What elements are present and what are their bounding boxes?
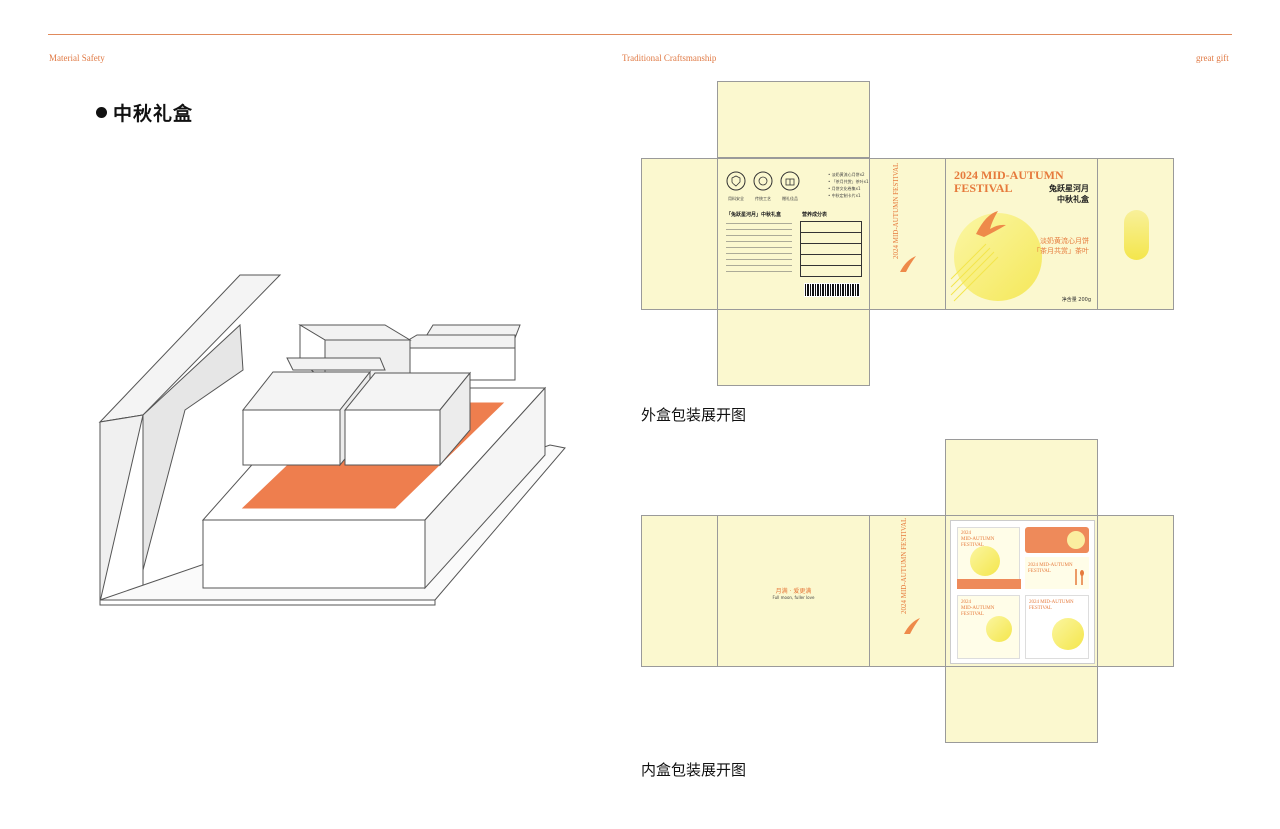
slogan-en: Full moon, fuller love	[772, 595, 815, 600]
inner-bottom-flap	[945, 666, 1098, 743]
outer-back-panel: 用料安全 传统工艺 赠礼佳品 • 淡奶黄流心月饼x2 • 「茶月共赏」茶叶x1 …	[717, 158, 870, 310]
inner-box-caption: 内盒包装展开图	[641, 761, 747, 779]
rabbit-icon	[900, 256, 916, 272]
bullet-icon	[96, 107, 107, 118]
gift-icon	[780, 171, 800, 191]
barcode	[804, 283, 860, 297]
craft-icon	[753, 171, 773, 191]
product-info-text	[726, 221, 792, 273]
outer-end-panel	[1097, 158, 1174, 310]
outer-bottom-flap	[717, 309, 870, 386]
card-strip	[957, 579, 1021, 589]
shield-icon	[726, 171, 746, 191]
outer-box-caption: 外盒包装展开图	[641, 406, 747, 424]
outer-right-side: 2024 MID-AUTUMN FESTIVAL	[869, 158, 946, 310]
inner-side-vertical-text: 2024 MID-AUTUMN FESTIVAL	[900, 517, 908, 614]
header-rule	[48, 34, 1232, 35]
inner-back-panel: 月满 · 爱更满 Full moon, fuller love	[717, 515, 870, 667]
moon-shape	[970, 546, 1000, 576]
outer-left-side	[641, 158, 718, 310]
gift-box-illustration	[98, 274, 566, 606]
contents-list: • 淡奶黄流心月饼x2 • 「茶月共赏」茶叶x1 • 月饼文化卷集x1 • 中秋…	[828, 172, 869, 198]
product-name: 兔跃星河月 中秋礼盒	[1049, 184, 1089, 204]
card-2	[1025, 527, 1089, 553]
nutrition-table	[800, 221, 862, 277]
moon-shape	[1052, 618, 1084, 650]
outer-front-panel: 2024 MID-AUTUMN FESTIVAL 兔跃星河月 中秋礼盒 淡奶黄流…	[945, 158, 1098, 310]
moon-shape	[986, 616, 1012, 642]
inner-top-flap	[945, 439, 1098, 516]
rabbit-icon	[904, 618, 920, 634]
slogan-cn: 月满 · 爱更满	[775, 588, 812, 595]
nutrition-title: 营养成分表	[802, 212, 828, 218]
inner-left-side	[641, 515, 718, 667]
side-vertical-text: 2024 MID-AUTUMN FESTIVAL	[892, 162, 900, 259]
section-title: 中秋礼盒	[96, 99, 193, 126]
header-right: great gift	[1196, 53, 1229, 63]
moon-pill-shape	[1124, 210, 1149, 260]
feature-icons: 用料安全 传统工艺 赠礼佳品	[726, 171, 800, 202]
header-center: Traditional Craftsmanship	[622, 53, 717, 63]
moon-shape	[1067, 531, 1085, 549]
rabbit-icon	[976, 211, 1006, 237]
net-weight: 净含量 200g	[1061, 297, 1091, 303]
moon-illustration	[950, 211, 1042, 302]
brand-title: 2024 MID-AUTUMN FESTIVAL	[954, 168, 1064, 195]
inner-right-side: 2024 MID-AUTUMN FESTIVAL	[869, 515, 946, 667]
flavor-text: 淡奶黄流心月饼 「茶月共赏」茶叶	[1033, 237, 1089, 255]
utensils-icon	[1075, 569, 1084, 585]
header-left: Material Safety	[49, 53, 105, 63]
outer-top-flap	[717, 81, 870, 158]
product-title: 「兔跃星河月」中秋礼盒	[726, 212, 782, 218]
inner-end-panel	[1097, 515, 1174, 667]
